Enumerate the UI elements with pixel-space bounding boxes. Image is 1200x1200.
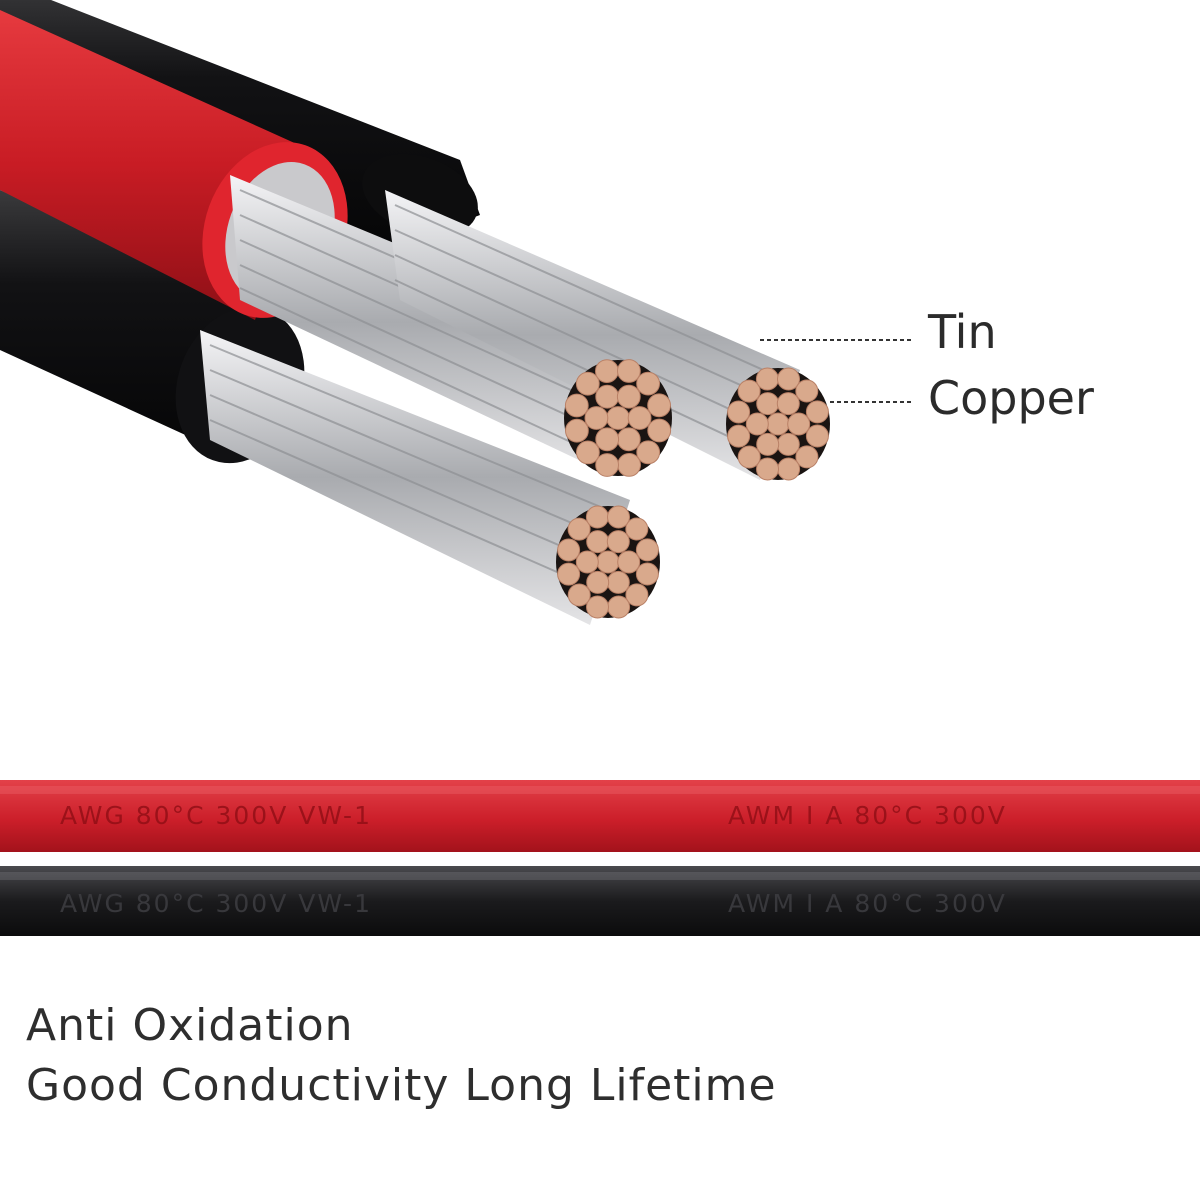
copper-strand <box>606 406 630 430</box>
copper-strand <box>805 424 829 448</box>
red-wire-print-left: AWG 80°C 300V VW-1 <box>60 801 372 830</box>
copper-strand <box>636 371 660 396</box>
copper-strand <box>565 418 589 443</box>
copper-strand <box>635 538 659 562</box>
copper-strand <box>616 427 641 452</box>
copper-strand <box>787 412 811 436</box>
red-wire: AWG 80°C 300V VW-1 AWM I A 80°C 300V <box>0 780 1200 852</box>
copper-strand <box>756 432 780 456</box>
black-wire-print-right: AWM I A 80°C 300V <box>728 889 1007 918</box>
copper-strand <box>756 457 779 481</box>
copper-callout: Copper <box>830 371 1094 425</box>
copper-strand <box>564 393 589 418</box>
copper-strand <box>777 367 800 391</box>
copper-strand <box>627 406 652 430</box>
copper-strand <box>777 457 801 481</box>
copper-strand <box>575 371 600 396</box>
copper-strand <box>575 550 599 574</box>
copper-strand <box>795 445 819 469</box>
copper-strand <box>606 570 630 594</box>
copper-strand <box>606 530 630 554</box>
copper-strand <box>636 440 661 465</box>
copper-strand <box>737 379 761 403</box>
copper-strand <box>616 384 641 409</box>
cable-cutaway <box>0 0 830 625</box>
copper-strand <box>625 517 649 541</box>
copper-strand <box>617 359 641 383</box>
caption-conductivity-lifetime: Good Conductivity Long Lifetime <box>26 1060 777 1111</box>
copper-strand <box>586 530 610 554</box>
copper-strand <box>625 583 649 607</box>
copper-strand <box>805 400 829 424</box>
copper-strand <box>727 424 751 448</box>
red-wire-print-right: AWM I A 80°C 300V <box>728 801 1007 830</box>
copper-strand <box>647 393 671 418</box>
copper-label: Copper <box>928 371 1094 425</box>
copper-strand <box>595 427 620 452</box>
copper-strand <box>755 367 779 391</box>
copper-strand <box>756 392 780 416</box>
copper-strand <box>557 538 581 562</box>
copper-strand <box>776 432 800 456</box>
copper-strand <box>557 562 581 586</box>
copper-strand <box>776 392 800 416</box>
tin-label: Tin <box>927 305 997 359</box>
strand-bundle-lower <box>200 330 630 625</box>
copper-strand <box>727 400 751 424</box>
copper-strand <box>766 412 790 436</box>
copper-strand <box>576 440 600 465</box>
copper-strand <box>567 583 591 607</box>
copper-strand <box>586 570 610 594</box>
black-wire: AWG 80°C 300V VW-1 AWM I A 80°C 300V <box>0 866 1200 936</box>
copper-strand <box>586 595 609 619</box>
copper-strand <box>737 445 761 469</box>
copper-strand <box>595 359 619 384</box>
copper-strand <box>635 562 659 586</box>
copper-strand <box>745 412 769 436</box>
copper-strand <box>595 453 619 477</box>
copper-strand <box>567 517 591 541</box>
copper-strand <box>795 379 819 403</box>
copper-strand <box>585 505 609 529</box>
copper-strand <box>584 406 609 430</box>
copper-strand <box>607 505 630 529</box>
caption-anti-oxidation: Anti Oxidation <box>26 1000 354 1051</box>
copper-strand <box>595 384 620 409</box>
copper-end-lower <box>556 505 660 619</box>
strand-bundle-right <box>385 190 800 480</box>
black-wire-print-left: AWG 80°C 300V VW-1 <box>60 889 372 918</box>
copper-strand <box>596 550 620 574</box>
copper-strand <box>617 453 641 477</box>
copper-strand <box>647 418 672 443</box>
tin-callout: Tin <box>760 305 997 359</box>
copper-end-upper <box>564 359 672 477</box>
copper-strand <box>617 550 641 574</box>
copper-strand <box>607 595 631 619</box>
copper-end-right <box>726 367 830 481</box>
